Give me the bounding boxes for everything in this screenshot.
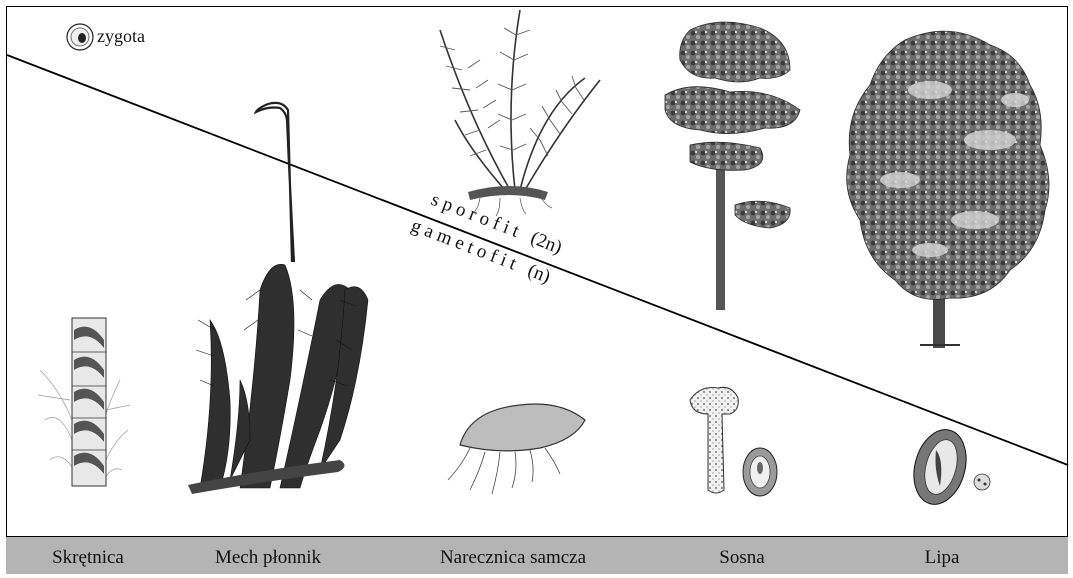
linden-gametophyte-illustration: [906, 424, 990, 510]
linden-tree-illustration: [847, 31, 1049, 348]
plant-label-lipa: Lipa: [925, 547, 960, 569]
plant-names-bar: Skrętnica Mech płonnik Narecznica samcza…: [6, 536, 1068, 574]
zygote-icon: [67, 24, 93, 50]
zygote-label: zygota: [97, 26, 145, 46]
moss-illustration: [188, 103, 368, 494]
prothallus-illustration: [448, 404, 585, 494]
plant-label-skretnica: Skrętnica: [52, 547, 124, 569]
plant-label-sosna: Sosna: [719, 547, 764, 569]
fern-illustration: [440, 10, 600, 216]
pine-gametophyte-illustration: [690, 387, 777, 496]
skretnica-illustration: [38, 318, 130, 486]
plant-label-mech: Mech płonnik: [215, 547, 321, 569]
plant-label-narecznica: Narecznica samcza: [440, 547, 586, 569]
pine-tree-illustration: [665, 22, 800, 310]
